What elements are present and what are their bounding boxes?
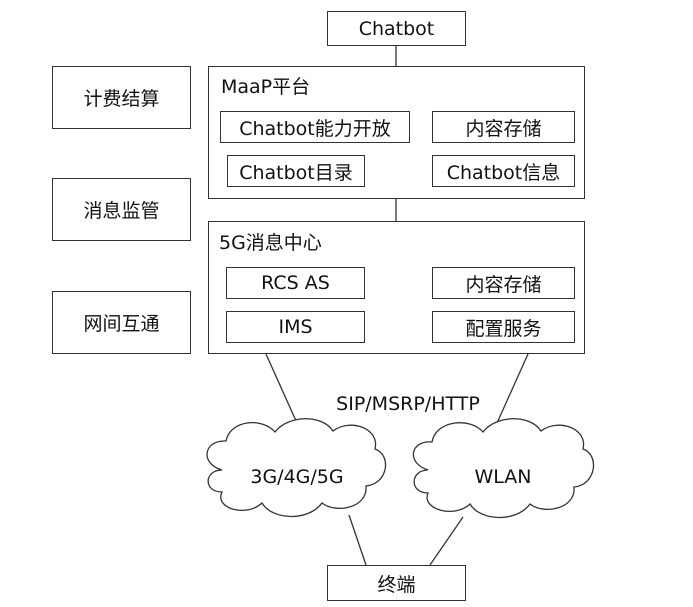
cloud-right-shape [412, 418, 595, 519]
connector-5g-cloud-right [492, 353, 529, 433]
cloud-left-shape [206, 418, 387, 518]
connector-5g-cloud-left [265, 353, 302, 433]
chatbot-node: Chatbot [327, 11, 466, 46]
center-item-ims: IMS [226, 311, 365, 343]
protocol-label: SIP/MSRP/HTTP [336, 393, 480, 415]
cloud-left-label: 3G/4G/5G [250, 466, 344, 488]
maap-item-storage: 内容存储 [432, 111, 575, 143]
side-box-interworking: 网间互通 [52, 291, 191, 354]
maap-item-capability: Chatbot能力开放 [220, 111, 410, 143]
connector-cloud-left-terminal [348, 514, 367, 566]
message-center-5g: 5G消息中心 RCS AS 内容存储 IMS 配置服务 [208, 221, 585, 354]
center-item-storage: 内容存储 [432, 267, 575, 299]
terminal-node: 终端 [327, 565, 466, 601]
connector-cloud-right-terminal [429, 516, 464, 566]
maap-item-directory: Chatbot目录 [227, 155, 365, 187]
maap-item-info: Chatbot信息 [432, 155, 575, 187]
side-box-monitoring: 消息监管 [52, 178, 191, 241]
message-center-title: 5G消息中心 [219, 232, 322, 254]
center-item-rcs-as: RCS AS [226, 267, 365, 299]
cloud-right-label: WLAN [474, 466, 532, 488]
center-item-config: 配置服务 [432, 311, 575, 343]
side-box-billing: 计费结算 [52, 66, 191, 129]
maap-title: MaaP平台 [221, 76, 311, 98]
maap-platform: MaaP平台 Chatbot能力开放 内容存储 Chatbot目录 Chatbo… [208, 66, 585, 199]
